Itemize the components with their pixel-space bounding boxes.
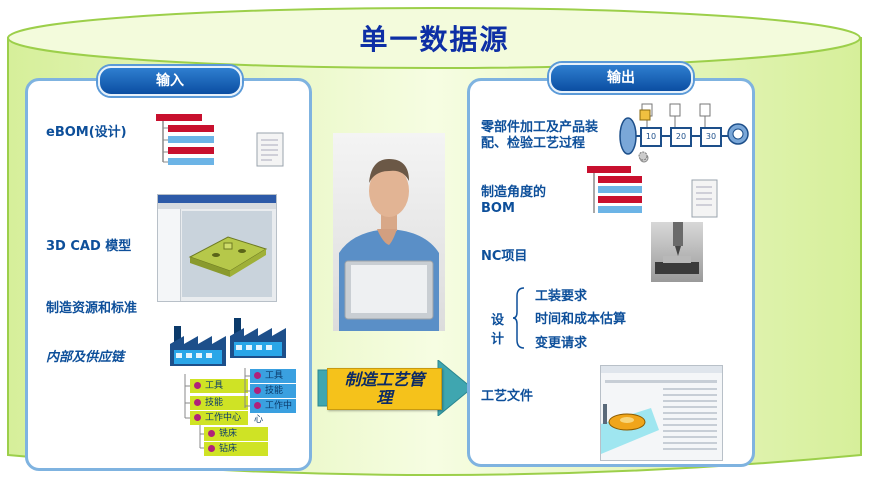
resource-tree-lines <box>184 374 204 449</box>
node-icon <box>208 430 215 437</box>
brace-icon <box>512 287 525 349</box>
node-icon <box>254 387 261 394</box>
flow-step: 30 <box>700 127 722 147</box>
output-item-process-doc: 工艺文件 <box>481 389 534 404</box>
input-item-supply-chain: 内部及供应链 <box>46 350 125 365</box>
tree-item: 铣床 <box>204 427 268 441</box>
person-icon <box>339 159 439 331</box>
input-header: 输入 <box>98 66 242 96</box>
output-item-mbom-line1: 制造角度的 <box>481 185 547 200</box>
output-item-nc: NC项目 <box>481 249 528 264</box>
output-header: 输出 <box>549 63 693 93</box>
cad-part-shape <box>188 236 268 277</box>
bom-bars-icon <box>587 166 642 213</box>
person-laptop-photo <box>333 133 445 331</box>
ebom-bom-graphic <box>150 110 292 174</box>
input-item-ebom: eBOM(设计) <box>46 125 127 140</box>
document-icon <box>691 179 718 218</box>
node-icon <box>208 445 215 452</box>
input-item-cad: 3D CAD 模型 <box>46 239 132 254</box>
node-icon <box>254 372 261 379</box>
tree-item: 技能 <box>250 384 296 398</box>
design-label-top: 设计 <box>491 309 504 347</box>
design-item-tooling: 工装要求 <box>535 289 588 304</box>
tree-item: 工具 <box>190 379 248 393</box>
page-title: 单一数据源 <box>359 23 510 56</box>
tree-item: 工具 <box>250 369 296 383</box>
node-icon <box>194 399 201 406</box>
gear-icon <box>638 151 648 161</box>
nc-machine-image <box>651 222 703 282</box>
flow-step: 10 <box>640 127 662 147</box>
nc-machine-icon <box>655 222 699 274</box>
node-icon <box>194 414 201 421</box>
process-document-image <box>600 365 723 461</box>
input-item-resources: 制造资源和标准 <box>46 301 138 316</box>
factory-icon <box>230 318 286 358</box>
cad-model-image <box>157 194 277 302</box>
factory-icon <box>170 326 226 366</box>
node-icon <box>254 402 261 409</box>
tree-item: 技能 <box>190 396 248 410</box>
flow-step: 20 <box>670 127 692 147</box>
tree-item: 工作中心 <box>250 399 296 425</box>
mbom-bom-graphic <box>583 163 723 221</box>
design-label-char: 计 <box>491 332 505 347</box>
process-label-box: 制造工艺管理 <box>327 368 442 410</box>
tree-item: 工作中心 <box>190 411 248 425</box>
tree-item: 钻床 <box>204 442 268 456</box>
design-label-char: 设 <box>491 313 505 328</box>
node-icon <box>194 382 201 389</box>
output-item-process-line1: 零部件加工及产品装 <box>481 120 599 135</box>
output-item-process-line2: 配、检验工艺过程 <box>481 136 586 151</box>
process-label: 制造工艺管理 <box>344 370 425 407</box>
bom-bars-icon <box>156 114 214 165</box>
document-icon <box>256 132 284 167</box>
document-content <box>601 380 717 454</box>
design-item-change: 变更请求 <box>535 336 588 351</box>
output-item-mbom-line2: BOM <box>481 201 515 216</box>
design-item-cost: 时间和成本估算 <box>535 312 627 327</box>
